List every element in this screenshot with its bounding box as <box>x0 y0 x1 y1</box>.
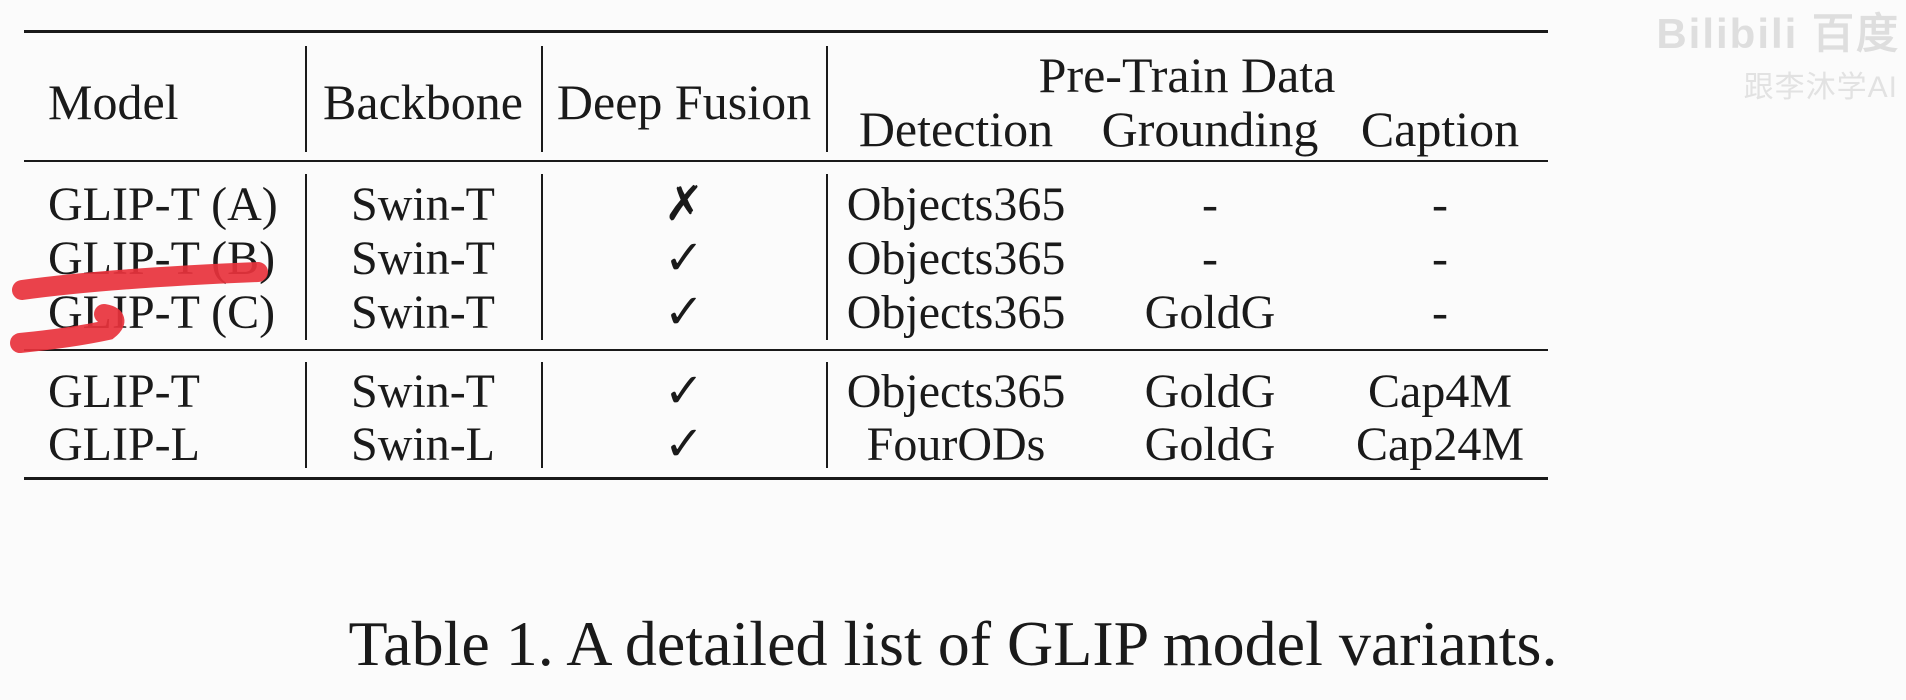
cell-backbone: Swin-T <box>351 178 495 231</box>
top-rule <box>24 30 1548 33</box>
cell-backbone: Swin-T <box>351 286 495 339</box>
watermark-logo: Bilibili 百度 <box>1656 10 1900 57</box>
cell-deep-fusion: ✓ <box>663 365 705 418</box>
cell-backbone: Swin-T <box>351 232 495 285</box>
bottom-rule <box>24 477 1548 480</box>
header-rule <box>24 160 1548 162</box>
watermark-text: 跟李沐学AI <box>1743 71 1898 104</box>
column-divider <box>305 46 307 152</box>
cell-detection: Objects365 <box>846 178 1066 231</box>
annotation-stroke-lower <box>10 304 125 353</box>
header-detection: Detection <box>858 101 1054 157</box>
column-divider <box>541 46 543 152</box>
cell-detection: Objects365 <box>846 286 1066 339</box>
cell-caption: Cap24M <box>1356 418 1524 471</box>
cell-detection: FourODs <box>866 418 1046 471</box>
header-caption: Caption <box>1360 101 1520 157</box>
cell-deep-fusion: ✗ <box>663 178 705 231</box>
column-divider <box>305 362 307 468</box>
cell-model: GLIP-T <box>48 365 200 418</box>
group-rule <box>24 349 1548 351</box>
cell-caption: - <box>1432 178 1448 231</box>
cell-detection: Objects365 <box>846 365 1066 418</box>
cell-backbone: Swin-L <box>351 418 495 471</box>
cell-deep-fusion: ✓ <box>663 418 705 471</box>
header-deep-fusion: Deep Fusion <box>556 74 812 130</box>
cell-model: GLIP-T (A) <box>48 178 278 231</box>
cell-grounding: GoldG <box>1144 365 1276 418</box>
column-divider <box>826 46 828 152</box>
column-divider <box>826 362 828 468</box>
cell-caption: - <box>1432 286 1448 339</box>
cell-caption: - <box>1432 232 1448 285</box>
cell-caption: Cap4M <box>1368 365 1512 418</box>
cell-grounding: - <box>1202 232 1218 285</box>
cell-backbone: Swin-T <box>351 365 495 418</box>
header-model: Model <box>48 74 179 130</box>
header-grounding: Grounding <box>1101 101 1319 157</box>
header-backbone: Backbone <box>323 74 523 130</box>
cell-model: GLIP-L <box>48 418 200 471</box>
column-divider <box>541 174 543 340</box>
cell-grounding: GoldG <box>1144 418 1276 471</box>
header-pretrain-data: Pre-Train Data <box>1038 47 1336 103</box>
cell-deep-fusion: ✓ <box>663 232 705 285</box>
table-caption: Table 1. A detailed list of GLIP model v… <box>348 608 1558 679</box>
column-divider <box>826 174 828 340</box>
cell-grounding: GoldG <box>1144 286 1276 339</box>
annotation-stroke-upper <box>12 262 268 300</box>
cell-detection: Objects365 <box>846 232 1066 285</box>
column-divider <box>541 362 543 468</box>
column-divider <box>305 174 307 340</box>
cell-deep-fusion: ✓ <box>663 286 705 339</box>
cell-grounding: - <box>1202 178 1218 231</box>
